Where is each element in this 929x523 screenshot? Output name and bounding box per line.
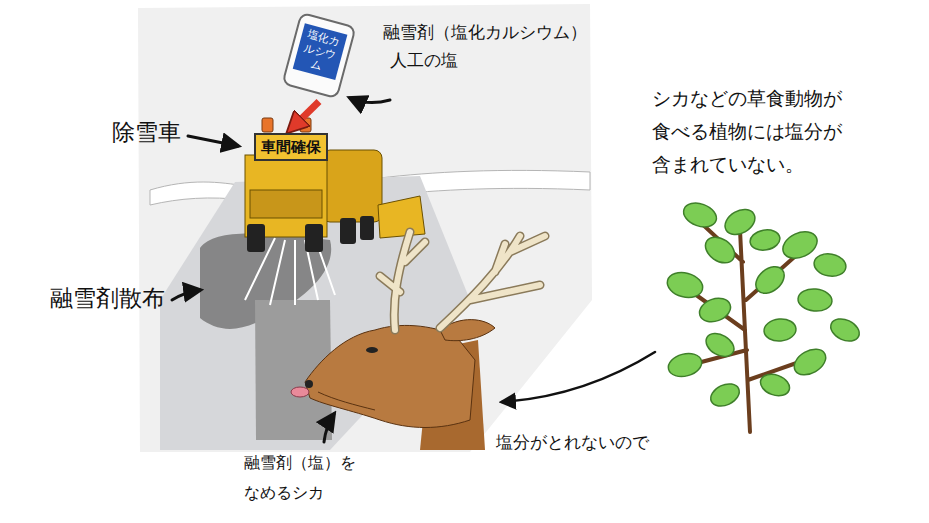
deer-label: 融雪剤（塩）を なめるシカ	[244, 448, 374, 508]
reason-label: 塩分がとれないので	[496, 432, 649, 453]
agent-label: 融雪剤（塩化カルシウム）	[383, 22, 587, 43]
action-label: 融雪剤散布	[50, 284, 165, 313]
node-text: 塩化カルシウム	[293, 23, 348, 80]
vehicle-label: 除雪車	[112, 118, 181, 147]
truck-sign: 車間確保	[254, 133, 328, 161]
snowplow-truck	[245, 118, 425, 252]
leader-arrows	[172, 98, 655, 442]
deer	[291, 232, 545, 450]
node-text: 車間確保	[261, 138, 321, 156]
snow-scene	[138, 4, 592, 452]
plant	[665, 199, 863, 432]
flow-arrow	[291, 101, 319, 129]
note-label: 人工の塩	[390, 50, 458, 71]
explanation-text: シカなどの草食動物が 食べる植物には塩分が 含まれていない。	[652, 82, 864, 181]
